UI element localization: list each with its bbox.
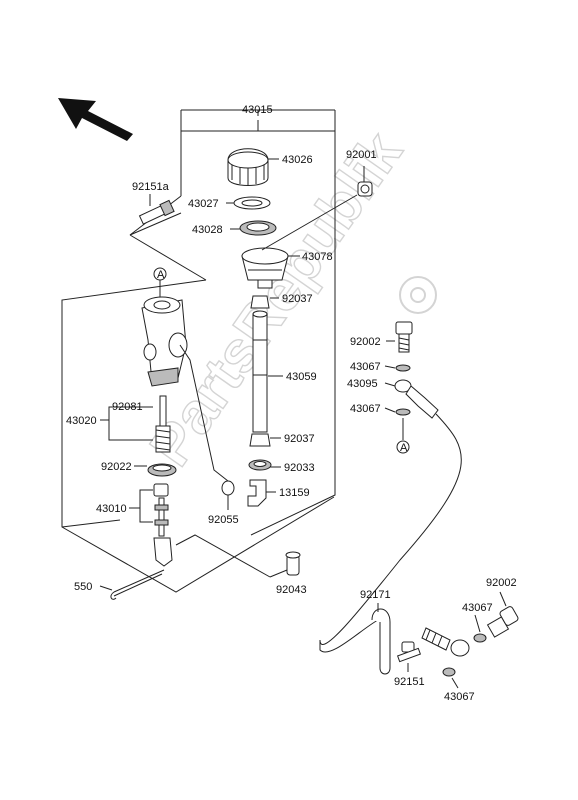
marker-a-side: A bbox=[400, 442, 408, 454]
assembly-bracket-43015 bbox=[180, 109, 336, 536]
label-43020: 43020 bbox=[66, 415, 97, 427]
label-43059: 43059 bbox=[286, 371, 317, 383]
bolt-92151a bbox=[138, 199, 175, 225]
label-43028: 43028 bbox=[192, 224, 223, 236]
cotter-pin-550 bbox=[110, 569, 165, 600]
label-92043: 92043 bbox=[276, 584, 307, 596]
marker-a-top: A bbox=[157, 269, 165, 281]
washer-43067-c bbox=[473, 633, 487, 643]
label-43067-b: 43067 bbox=[350, 403, 381, 415]
washer-43067-d bbox=[442, 667, 456, 677]
label-43078: 43078 bbox=[302, 251, 333, 263]
label-43067-a: 43067 bbox=[350, 361, 381, 373]
left-frame bbox=[61, 212, 335, 593]
label-92081: 92081 bbox=[112, 401, 143, 413]
label-92151a: 92151a bbox=[132, 181, 170, 193]
gear-watermark-icon bbox=[399, 276, 437, 314]
label-92002-lower: 92002 bbox=[486, 577, 517, 589]
label-43095: 43095 bbox=[347, 378, 378, 390]
label-92022: 92022 bbox=[101, 461, 132, 473]
leader-lines bbox=[99, 158, 507, 689]
watermark: PartsRepublik bbox=[137, 120, 414, 477]
label-92055: 92055 bbox=[208, 514, 239, 526]
banjo-fitting-43095 bbox=[394, 379, 439, 419]
label-43027: 43027 bbox=[188, 198, 219, 210]
elbow-13159 bbox=[247, 479, 267, 507]
label-92033: 92033 bbox=[284, 462, 315, 474]
label-43010: 43010 bbox=[96, 503, 127, 515]
label-92037-top: 92037 bbox=[282, 293, 313, 305]
banjo-bolt-92002-top bbox=[395, 321, 413, 353]
pin-92043 bbox=[285, 551, 301, 576]
cap-43026 bbox=[227, 148, 269, 186]
label-92171: 92171 bbox=[360, 589, 391, 601]
reservoir-43078 bbox=[241, 247, 289, 289]
rod-43010 bbox=[153, 483, 173, 567]
label-43015: 43015 bbox=[242, 104, 273, 116]
direction-arrow-icon bbox=[58, 98, 133, 141]
washer-43067-b bbox=[395, 408, 411, 416]
label-43067-d: 43067 bbox=[444, 691, 475, 703]
clamp-92037-bottom bbox=[249, 433, 271, 447]
label-92151: 92151 bbox=[394, 676, 425, 688]
bolt-92001 bbox=[261, 181, 373, 251]
label-43026: 43026 bbox=[282, 154, 313, 166]
label-92037-bottom: 92037 bbox=[284, 433, 315, 445]
label-92002-top: 92002 bbox=[350, 336, 381, 348]
hose-43059 bbox=[252, 310, 268, 433]
banjo-bolt-92002-lower bbox=[486, 606, 519, 638]
master-cylinder-body bbox=[141, 296, 188, 387]
label-43067-c: 43067 bbox=[462, 602, 493, 614]
oring-92055 bbox=[221, 480, 235, 496]
brake-hose bbox=[319, 413, 462, 653]
pushrod-92081 bbox=[155, 395, 171, 453]
hose-end-lower bbox=[421, 627, 470, 657]
clamp-92037-top bbox=[250, 295, 270, 309]
label-92001: 92001 bbox=[346, 149, 377, 161]
washer-43067-a bbox=[395, 364, 411, 372]
label-13159: 13159 bbox=[279, 487, 310, 499]
part-labels: 43015 43026 92001 92151a 43027 43028 430… bbox=[66, 104, 517, 703]
bolt-92151 bbox=[396, 641, 422, 663]
clip-92171 bbox=[371, 608, 391, 675]
label-550: 550 bbox=[74, 581, 92, 593]
